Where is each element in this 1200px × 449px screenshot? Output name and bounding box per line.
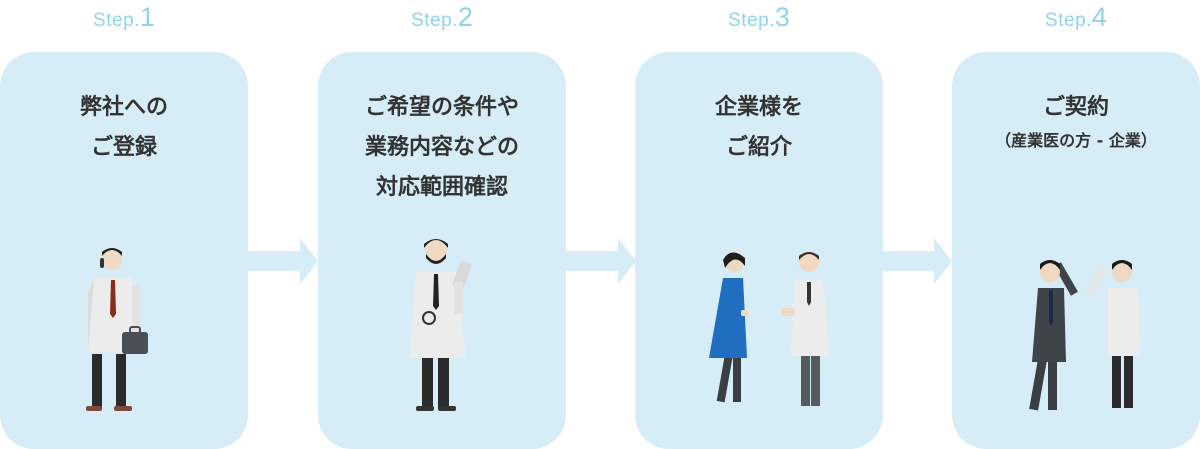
handshake-contract-icon <box>1029 260 1140 411</box>
doctor-with-tablet-icon <box>410 239 472 411</box>
step-title: 弊社への ご登録 <box>79 95 168 160</box>
step-title: 企業様を ご紹介 <box>714 95 803 160</box>
step-1: Step.1 弊社への ご登録 <box>0 0 248 449</box>
meeting-people-icon <box>709 252 829 406</box>
arrow-right-icon <box>882 238 952 284</box>
arrow-right-icon <box>248 238 318 284</box>
doctor-on-phone-icon <box>86 248 148 411</box>
step-label: Step.1 <box>93 2 155 32</box>
step-card: 弊社への ご登録 <box>0 52 248 449</box>
step-card: 企業様を ご紹介 <box>635 52 883 449</box>
step-title: ご希望の条件や 業務内容などの 対応範囲確認 <box>364 95 519 200</box>
step-2: Step.2 ご希望の条件や 業務内容などの 対応範囲確認 <box>318 0 566 449</box>
step-card: ご希望の条件や 業務内容などの 対応範囲確認 <box>318 52 566 449</box>
step-title: ご契約 （産業医の方 - 企業） <box>995 95 1157 150</box>
arrow-right-icon <box>566 238 636 284</box>
step-label: Step.3 <box>728 2 790 32</box>
step-label: Step.2 <box>411 2 473 32</box>
step-3: Step.3 企業様を ご紹介 <box>635 0 883 449</box>
step-4: Step.4 ご契約 （産業医の方 - 企業） <box>952 0 1200 449</box>
step-card: ご契約 （産業医の方 - 企業） <box>952 52 1200 449</box>
step-label: Step.4 <box>1045 2 1107 32</box>
